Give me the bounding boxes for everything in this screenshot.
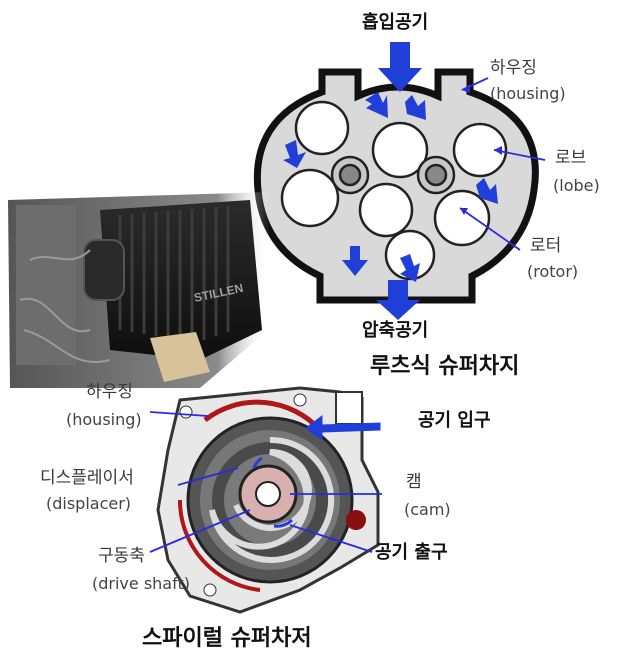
spiral-housing-en-label: (housing) (66, 410, 142, 429)
red-bolt (346, 510, 366, 530)
roots-air-arrows (283, 42, 498, 320)
tan-connector (150, 332, 210, 382)
roots-lobe-label: 로브 (555, 148, 587, 168)
spiral-cam-label: 캠 (406, 472, 422, 492)
spiral-pointers (149, 411, 382, 553)
spiral-displacer (209, 436, 335, 563)
spiral-displacer-label: 디스플레이서 (40, 468, 134, 488)
roots-title: 루츠식 슈퍼차지 (370, 354, 520, 379)
inlet-arrow (305, 415, 381, 441)
compressed-arrow (376, 280, 420, 320)
spiral-drive-shaft-label: 구동축 (98, 546, 145, 566)
roots-housing-label: 하우징 (490, 58, 537, 78)
spiral-title: 스파이럴 슈퍼차저 (142, 626, 312, 651)
intake-arrow (378, 42, 422, 92)
roots-intake-label: 흡입공기 (362, 12, 429, 33)
spiral-housing-label: 하우징 (86, 382, 133, 402)
roots-rotor-en-label: (rotor) (527, 262, 579, 281)
spiral-drive-shaft-en-label: (drive shaft) (92, 574, 190, 593)
supercharger-body (83, 200, 262, 382)
roots-rotor-label: 로터 (530, 236, 562, 256)
spiral-displacer-en-label: (displacer) (46, 494, 132, 513)
spiral-air-arrows (252, 415, 381, 528)
spiral-cam-en-label: (cam) (404, 500, 451, 519)
roots-housing-en-label: (housing) (490, 84, 566, 103)
roots-lobe-en-label: (lobe) (553, 176, 600, 195)
spiral-inlet-label: 공기 입구 (418, 410, 491, 431)
right-rotor (384, 122, 508, 281)
roots-compressed-label: 압축공기 (362, 320, 429, 341)
left-rotor (280, 100, 429, 238)
spiral-outlet-label: 공기 출구 (375, 542, 448, 563)
